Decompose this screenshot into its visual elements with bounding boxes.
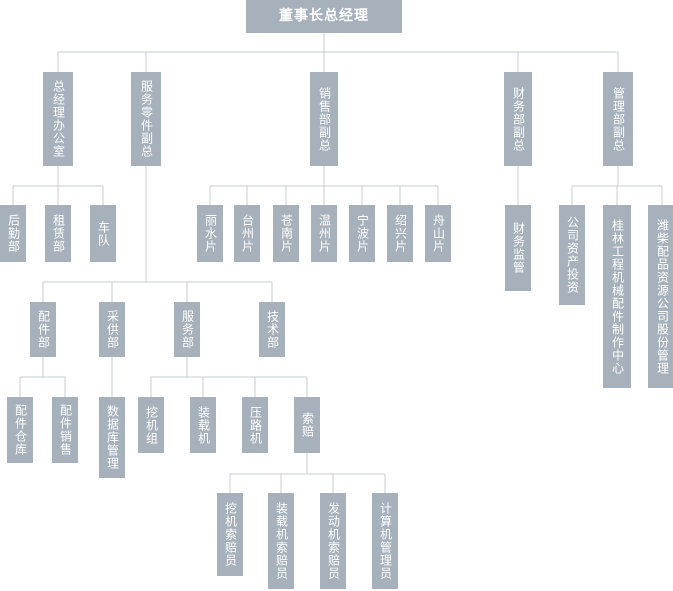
parts-warehouse-box: 配件仓库	[7, 397, 33, 463]
gm-office-box: 总经理办公室	[43, 72, 73, 166]
lishui-box: 丽水片	[197, 205, 223, 262]
claims-box: 索赔	[294, 397, 320, 453]
loader-box: 装载机	[190, 397, 216, 453]
excavator-group-box: 挖机组	[138, 397, 164, 453]
ningbo-box: 宁波片	[349, 205, 375, 262]
loader-claims-box: 装载机索赔员	[268, 493, 294, 589]
roller-box: 压路机	[242, 397, 268, 453]
fleet-box: 车队	[90, 205, 116, 262]
service-parts-vp-box: 服务零件副总	[131, 72, 161, 166]
purchase-dept-box: 采供部	[99, 302, 125, 357]
tech-dept-box: 技术部	[259, 302, 285, 357]
computer-admin-box: 计算机管理员	[372, 493, 398, 589]
finance-supervision-box: 财务监管	[505, 205, 531, 291]
engine-claims-box: 发动机索赔员	[320, 493, 346, 589]
taizhou-box: 台州片	[234, 205, 260, 262]
service-dept-box: 服务部	[174, 302, 200, 357]
wenzhou-box: 温州片	[311, 205, 337, 262]
guilin-parts-center-box: 桂林工程机械配件制作中心	[603, 205, 631, 388]
parts-sales-box: 配件销售	[52, 397, 78, 463]
excavator-claims-box: 挖机索赔员	[217, 493, 243, 576]
corporate-investment-box: 公司资产投资	[559, 205, 585, 305]
finance-vp-box: 财务部副总	[504, 72, 532, 166]
logistics-box: 后勤部	[0, 205, 26, 262]
sales-vp-box: 销售部副总	[310, 72, 338, 166]
parts-dept-box: 配件部	[30, 302, 56, 357]
cangnan-box: 苍南片	[273, 205, 299, 262]
chairman-box: 董事长总经理	[246, 0, 402, 33]
management-vp-box: 管理部副总	[603, 72, 633, 166]
weichai-shares-box: 潍柴配品资源公司股份管理	[648, 205, 673, 388]
database-mgmt-box: 数据库管理	[99, 397, 125, 478]
shaoxing-box: 绍兴片	[387, 205, 413, 262]
zhoushan-box: 舟山片	[425, 205, 451, 262]
leasing-box: 租赁部	[45, 205, 71, 262]
